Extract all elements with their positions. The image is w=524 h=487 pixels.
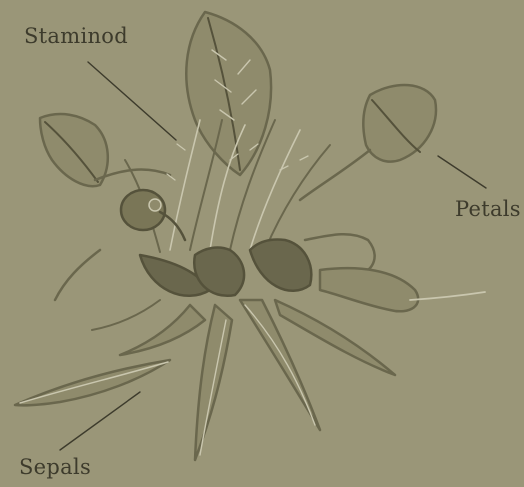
petals-leader [438, 156, 486, 188]
sepal-lower-left [120, 305, 205, 355]
staminod-leader [88, 62, 176, 140]
lower-petal-right [250, 239, 311, 290]
upper-leaf [186, 12, 271, 175]
label-petals: Petals [455, 197, 521, 221]
label-sepals: Sepals [19, 455, 91, 479]
right-petal [363, 85, 436, 162]
label-staminod: Staminod [24, 24, 128, 48]
